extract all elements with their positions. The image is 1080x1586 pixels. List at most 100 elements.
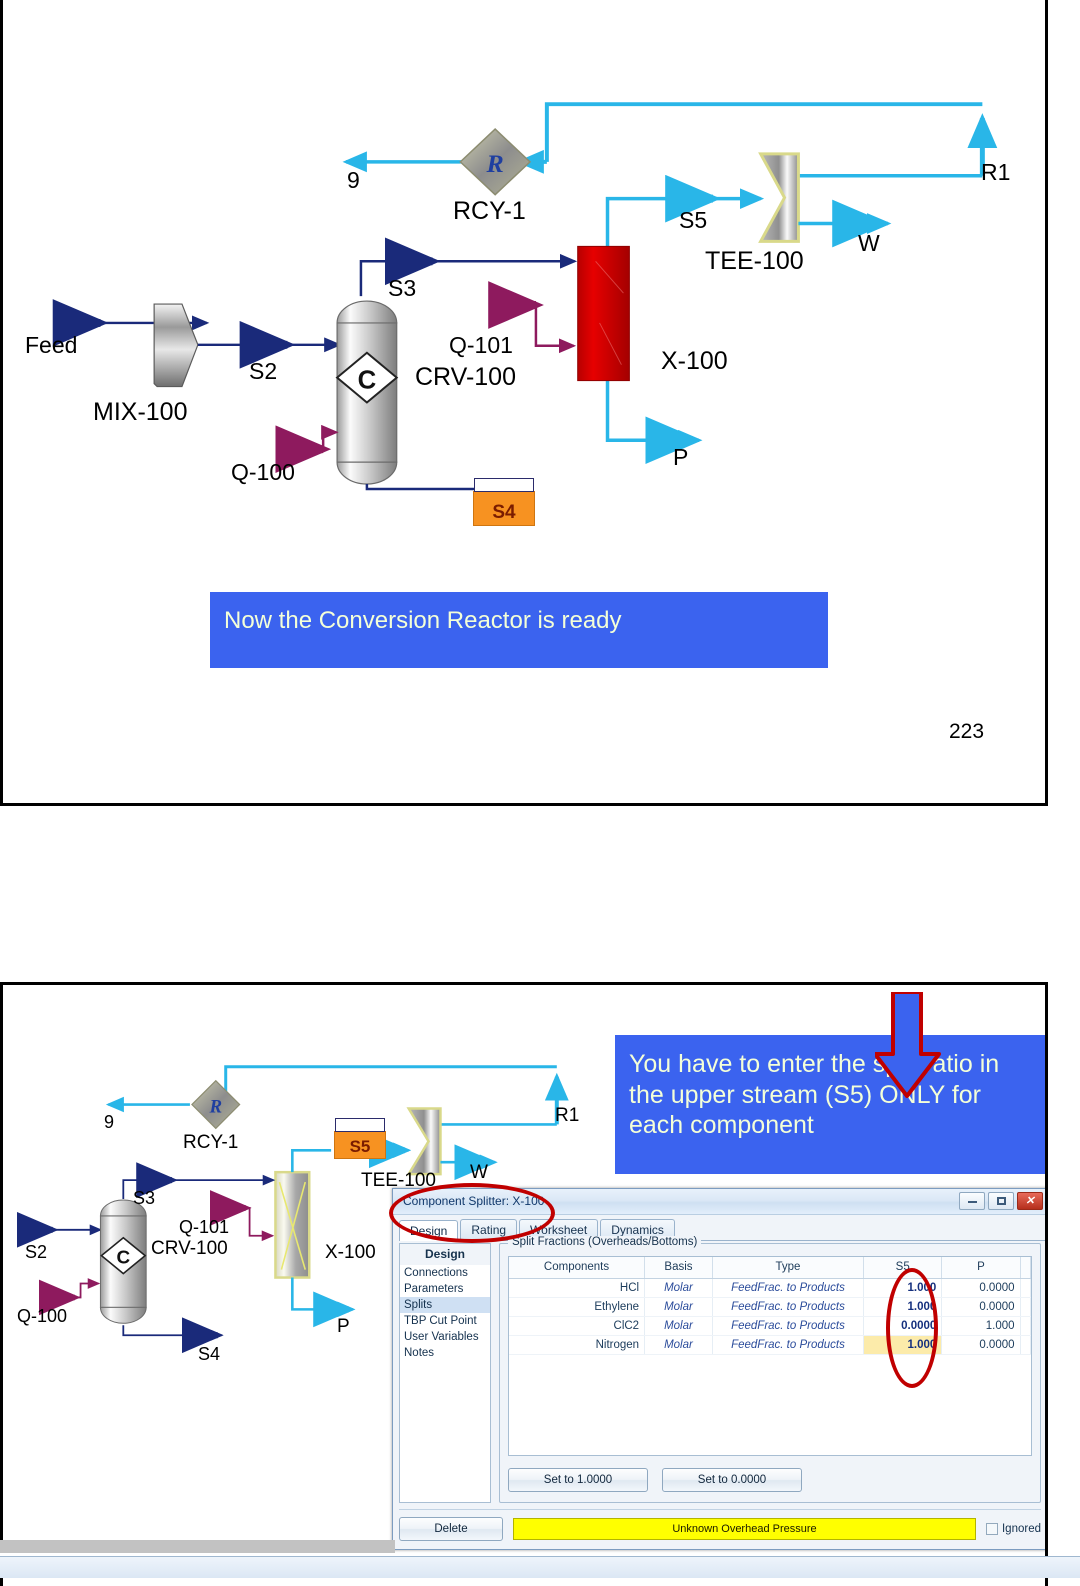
col-type: Type xyxy=(712,1257,865,1279)
split-fractions-title: Split Fractions (Overheads/Bottoms) xyxy=(508,1236,702,1248)
cell-p[interactable]: 1.000 xyxy=(941,1316,1021,1336)
annotation-ellipse-s5-column xyxy=(886,1268,938,1388)
label-9: 9 xyxy=(347,167,360,193)
cell-p[interactable]: 0.0000 xyxy=(941,1335,1021,1355)
cell-component: Nitrogen xyxy=(509,1335,646,1355)
label-crv-100: CRV-100 xyxy=(415,363,516,391)
set-to-one-button[interactable]: Set to 1.0000 xyxy=(508,1468,648,1492)
annotation-arrow-down xyxy=(875,992,941,1098)
label-b-s2: S2 xyxy=(25,1242,48,1262)
label-w: W xyxy=(858,230,880,256)
stream-box-s5[interactable]: S5 xyxy=(334,1118,386,1159)
label-feed: Feed xyxy=(25,332,78,358)
cell-basis[interactable]: Molar xyxy=(644,1278,713,1298)
label-b-rcy-1: RCY-1 xyxy=(183,1132,239,1153)
nav-item-tbp-cut-point[interactable]: TBP Cut Point xyxy=(404,1315,477,1327)
nav-item-splits[interactable]: Splits xyxy=(400,1297,490,1313)
cell-type[interactable]: FeedFrac. to Products xyxy=(712,1278,865,1298)
label-b-p: P xyxy=(337,1316,350,1337)
label-q-100: Q-100 xyxy=(231,459,295,485)
nav-item-notes[interactable]: Notes xyxy=(404,1347,435,1359)
label-b-q-101: Q-101 xyxy=(179,1217,230,1237)
table-header-row: Components Basis Type S5 P xyxy=(509,1257,1032,1279)
delete-button[interactable]: Delete xyxy=(399,1517,503,1541)
grid-buttons: Set to 1.0000 Set to 0.0000 xyxy=(508,1468,802,1492)
label-mix-100: MIX-100 xyxy=(93,398,188,426)
svg-text:R: R xyxy=(486,149,504,178)
cell-basis[interactable]: Molar xyxy=(644,1335,713,1355)
cell-type[interactable]: FeedFrac. to Products xyxy=(712,1335,865,1355)
annotation-ellipse-title-tabs xyxy=(389,1183,555,1243)
col-basis: Basis xyxy=(644,1257,713,1279)
stream-box-s4-label: S4 xyxy=(492,502,516,523)
callout-bottom: You have to enter the split ratio in the… xyxy=(615,1035,1045,1174)
col-components: Components xyxy=(509,1257,646,1279)
dialog-footer: Delete Unknown Overhead Pressure Ignored xyxy=(399,1509,1041,1543)
label-b-tee-100: TEE-100 xyxy=(361,1170,436,1191)
cell-spacer xyxy=(1020,1335,1032,1355)
splits-grid[interactable]: Components Basis Type S5 P HCl Molar Fee… xyxy=(508,1256,1032,1456)
label-b-s3: S3 xyxy=(133,1188,156,1208)
cell-type[interactable]: FeedFrac. to Products xyxy=(712,1297,865,1317)
ignored-checkbox-wrap[interactable]: Ignored xyxy=(985,1523,1041,1535)
table-row[interactable]: HCl Molar FeedFrac. to Products 1.000 0.… xyxy=(509,1278,1032,1298)
design-nav-pane[interactable]: Design Connections Parameters Splits TBP… xyxy=(399,1243,491,1503)
cell-p[interactable]: 0.0000 xyxy=(941,1297,1021,1317)
horizontal-scrollbar[interactable] xyxy=(0,1540,395,1553)
callout-top: Now the Conversion Reactor is ready xyxy=(210,592,828,668)
scrollbar-gap xyxy=(0,1553,395,1556)
label-r1: R1 xyxy=(981,159,1011,185)
svg-text:C: C xyxy=(116,1248,130,1269)
label-tee-100: TEE-100 xyxy=(705,247,804,275)
label-b-x-100: X-100 xyxy=(325,1242,376,1263)
label-s5: S5 xyxy=(679,207,708,233)
label-rcy-1: RCY-1 xyxy=(453,197,526,225)
ignored-checkbox[interactable] xyxy=(985,1523,998,1535)
label-b-9: 9 xyxy=(104,1112,115,1132)
stream-box-s5-label: S5 xyxy=(349,1137,371,1156)
table-row[interactable]: ClC2 Molar FeedFrac. to Products 0.0000 … xyxy=(509,1316,1032,1336)
stream-box-s5-cap xyxy=(335,1118,385,1132)
label-p: P xyxy=(673,444,689,470)
label-b-q-100: Q-100 xyxy=(17,1306,68,1326)
label-b-crv-100: CRV-100 xyxy=(151,1238,228,1259)
label-s3: S3 xyxy=(388,275,417,301)
col-spacer xyxy=(1020,1257,1032,1279)
split-fractions-group: Split Fractions (Overheads/Bottoms) Comp… xyxy=(499,1236,1041,1503)
maximize-icon[interactable] xyxy=(988,1192,1014,1210)
nav-item-user-variables[interactable]: User Variables xyxy=(404,1331,479,1343)
tab-dynamics[interactable]: Dynamics xyxy=(600,1219,675,1240)
table-row[interactable]: Ethylene Molar FeedFrac. to Products 1.0… xyxy=(509,1297,1032,1317)
cell-component: ClC2 xyxy=(509,1316,646,1336)
flowsheet-top: R C xyxy=(52,102,998,491)
component-splitter-dialog[interactable]: Component Splitter: X-100 ✕ Design Ratin… xyxy=(392,1188,1045,1550)
cell-component: HCl xyxy=(509,1278,646,1298)
stream-box-s4[interactable]: S4 xyxy=(473,478,535,526)
page-number: 223 xyxy=(949,720,985,743)
cell-type[interactable]: FeedFrac. to Products xyxy=(712,1316,865,1336)
cell-p[interactable]: 0.0000 xyxy=(941,1278,1021,1298)
nav-item-connections[interactable]: Connections xyxy=(404,1267,468,1279)
label-b-w: W xyxy=(470,1162,488,1183)
cell-spacer xyxy=(1020,1297,1032,1317)
nav-item-parameters[interactable]: Parameters xyxy=(404,1283,464,1295)
close-icon[interactable]: ✕ xyxy=(1017,1192,1043,1210)
label-x-100: X-100 xyxy=(661,347,728,375)
col-p: P xyxy=(941,1257,1021,1279)
cell-basis[interactable]: Molar xyxy=(644,1316,713,1336)
label-b-r1: R1 xyxy=(555,1105,580,1126)
set-to-zero-button[interactable]: Set to 0.0000 xyxy=(662,1468,802,1492)
dialog-body: Design Connections Parameters Splits TBP… xyxy=(399,1236,1041,1503)
cell-spacer xyxy=(1020,1278,1032,1298)
cell-spacer xyxy=(1020,1316,1032,1336)
cell-component: Ethylene xyxy=(509,1297,646,1317)
label-b-s4: S4 xyxy=(198,1344,221,1364)
slide-bottom: R C xyxy=(0,982,1048,1586)
window-buttons: ✕ xyxy=(959,1192,1043,1210)
cell-basis[interactable]: Molar xyxy=(644,1297,713,1317)
stream-box-s4-cap xyxy=(474,478,534,492)
label-q-101: Q-101 xyxy=(449,332,513,358)
table-row[interactable]: Nitrogen Molar FeedFrac. to Products 1.0… xyxy=(509,1335,1032,1355)
minimize-icon[interactable] xyxy=(959,1192,985,1210)
ignored-label: Ignored xyxy=(1001,1523,1041,1535)
